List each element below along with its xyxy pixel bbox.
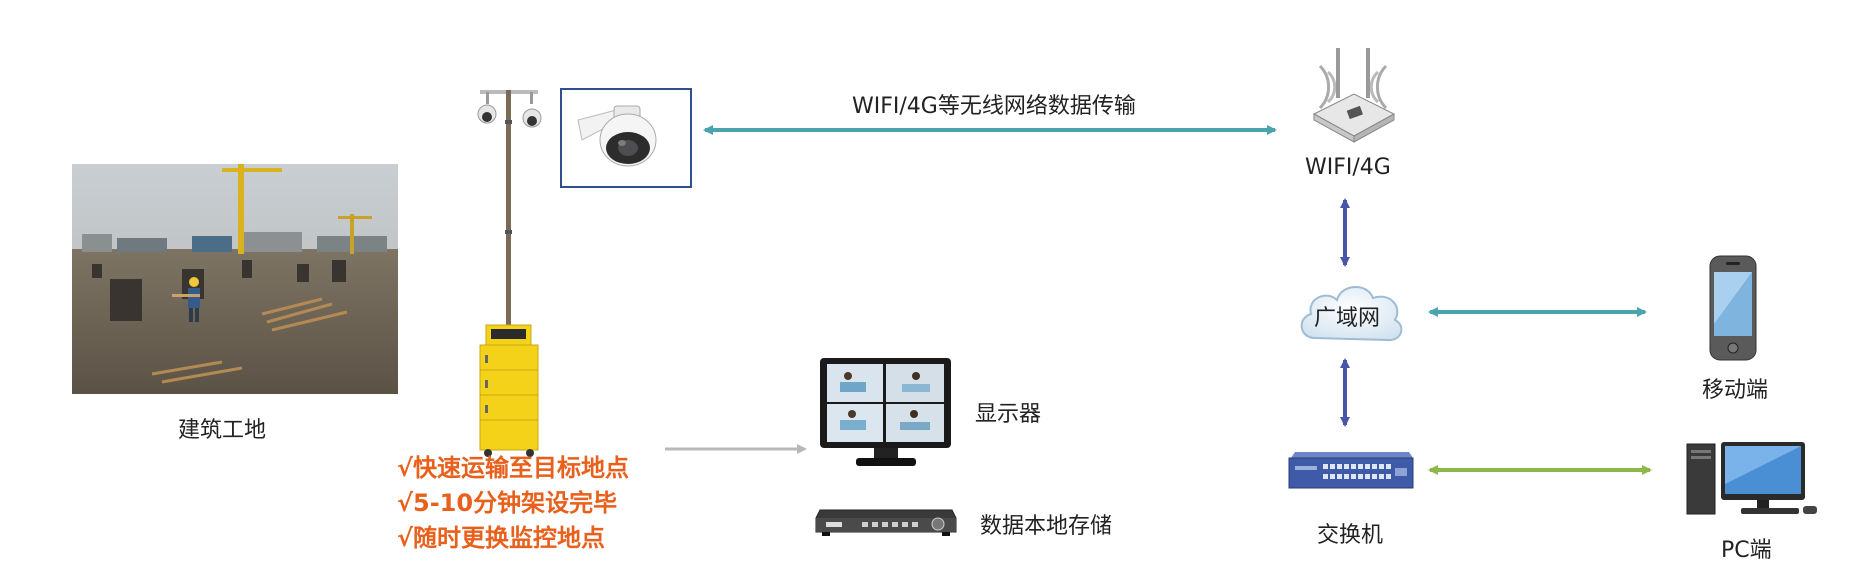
highlight-setup-time: √5-10分钟架设完毕 <box>397 489 618 517</box>
highlight-transport: √快速运输至目标地点 <box>397 454 630 482</box>
highlight-relocate: √随时更换监控地点 <box>397 524 606 552</box>
monitor-label: 显示器 <box>975 402 1042 427</box>
mobile-label: 移动端 <box>1702 378 1769 403</box>
monitor-icon <box>818 356 953 468</box>
network-switch-icon <box>1285 448 1415 496</box>
wifi-label: WIFI/4G <box>1305 155 1391 180</box>
pc-icon <box>1685 440 1825 518</box>
construction-site-photo <box>72 164 398 394</box>
construction-site-label: 建筑工地 <box>178 418 267 443</box>
pc-label: PC端 <box>1721 538 1772 563</box>
wifi-router-icon <box>1300 38 1410 148</box>
dvr-storage-icon <box>814 502 958 542</box>
mobile-phone-icon <box>1708 254 1758 362</box>
storage-label: 数据本地存储 <box>980 514 1113 539</box>
switch-label: 交换机 <box>1317 523 1384 548</box>
wan-label: 广域网 <box>1314 306 1381 331</box>
transmission-label: WIFI/4G等无线网络数据传输 <box>852 94 1136 119</box>
ptz-camera-box <box>560 88 692 188</box>
cloud-icon <box>1293 272 1408 352</box>
surveillance-trailer-icon <box>450 80 560 460</box>
